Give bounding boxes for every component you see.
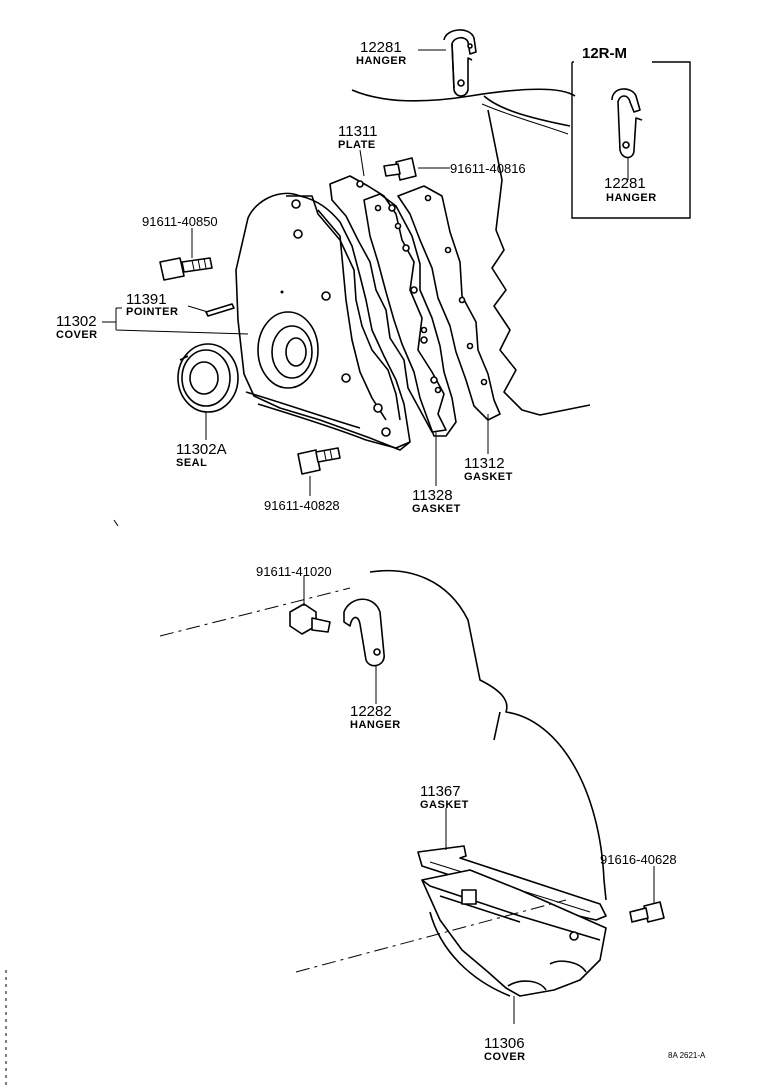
hanger-12281-top-name: HANGER <box>356 55 407 67</box>
bolt-91611-40850-number: 91611-40850 <box>142 214 218 229</box>
bolt-91611-40828-number: 91611-40828 <box>264 498 340 513</box>
pointer-11391-name: POINTER <box>126 306 178 318</box>
pointer-11391-number: 11391 <box>126 291 167 308</box>
bolt-91611-40816-number: 91611-40816 <box>450 161 526 176</box>
gasket-11312-name: GASKET <box>464 471 513 483</box>
timing-cover-11306 <box>421 869 607 997</box>
cover-11306-name: COVER <box>484 1051 526 1063</box>
bolt-91611-41020-part <box>289 603 331 635</box>
gasket-11312-number: 11312 <box>464 455 505 472</box>
drawing-code: 8A 2621-A <box>668 1051 706 1060</box>
inset-12r-m <box>571 61 691 219</box>
pointer-11391 <box>205 303 235 317</box>
bolt-91611-40850-part <box>159 257 213 281</box>
timing-cover-11302 <box>235 192 411 451</box>
hanger-12282-number: 12282 <box>350 703 392 720</box>
gasket-11367-name: GASKET <box>420 799 469 811</box>
seal-11302a-number: 11302A <box>176 441 227 458</box>
bolt-91616-40628-number: 91616-40628 <box>600 852 677 867</box>
engine-front-outline-lower <box>369 569 607 997</box>
hanger-12281-inset-name: HANGER <box>606 192 657 204</box>
gasket-11328-name: GASKET <box>412 503 461 515</box>
engine-block-outline-upper <box>351 88 591 416</box>
bolt-91611-40828-part <box>297 447 341 475</box>
hanger-12281-inset-number: 12281 <box>604 175 646 192</box>
gasket-11328 <box>363 193 457 437</box>
plate-11311 <box>329 175 447 433</box>
seal-11302a-name: SEAL <box>176 457 207 469</box>
cover-11306-number: 11306 <box>484 1035 525 1052</box>
seal-11302a <box>177 343 239 413</box>
hanger-12282 <box>343 598 385 667</box>
alignment-lines <box>5 519 567 1086</box>
variant-label: 12R-M <box>582 45 627 62</box>
plate-11311-name: PLATE <box>338 139 376 151</box>
bolt-91611-41020-number: 91611-41020 <box>256 564 332 579</box>
hanger-12282-name: HANGER <box>350 719 401 731</box>
leader-lines <box>102 49 655 1024</box>
gasket-11328-number: 11328 <box>412 487 453 504</box>
hanger-12281-top-number: 12281 <box>360 39 402 56</box>
plate-11311-number: 11311 <box>338 123 378 140</box>
cover-11302-name: COVER <box>56 329 98 341</box>
gasket-11367-number: 11367 <box>420 783 461 800</box>
gasket-11312 <box>397 185 501 421</box>
hanger-12281-top <box>443 29 477 97</box>
bolt-91616-40628-part <box>629 901 665 923</box>
cover-11302-number: 11302 <box>56 313 97 330</box>
bolt-91611-40816-part <box>383 157 417 181</box>
